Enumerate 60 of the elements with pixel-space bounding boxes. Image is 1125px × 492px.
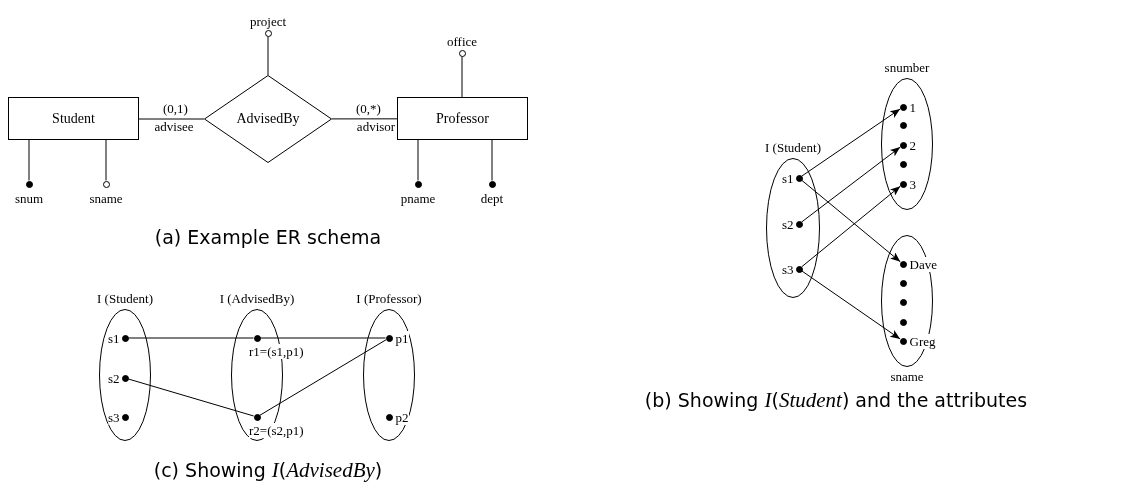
connector-line <box>128 337 254 339</box>
connector-line <box>331 118 398 120</box>
figure-caption: (a) Example ER schema <box>154 226 382 248</box>
value-dot <box>121 413 129 421</box>
entity-box: Student <box>8 97 139 140</box>
connector-line <box>138 118 205 120</box>
value-dot <box>899 337 907 345</box>
entity-box: Professor <box>397 97 528 140</box>
connector-line <box>127 378 255 417</box>
value-dot <box>899 279 907 287</box>
connector-line <box>259 339 387 416</box>
value-dot <box>121 374 129 382</box>
connector-line <box>260 337 386 339</box>
role-label: advisor <box>356 120 396 134</box>
value-dot <box>253 413 261 421</box>
value-dot <box>121 334 129 342</box>
value-circle <box>102 180 110 188</box>
cardinality-label: (0,1) <box>162 102 189 116</box>
connector-line <box>267 36 269 76</box>
value-dot <box>385 334 393 342</box>
value-dot <box>795 265 803 273</box>
set-heading: sname <box>889 369 925 385</box>
value-dot <box>488 180 496 188</box>
value-dot <box>795 174 803 182</box>
connector-line <box>461 56 463 98</box>
relationship-diamond: AdvisedBy <box>204 75 332 163</box>
value-dot <box>899 318 907 326</box>
value-dot <box>25 180 33 188</box>
set-heading: I (Professor) <box>355 291 423 307</box>
connector-line <box>491 139 493 181</box>
value-dot <box>899 103 907 111</box>
value-label: p1 <box>395 331 409 346</box>
value-dot <box>899 121 907 129</box>
value-label: Dave <box>909 257 937 272</box>
set-heading: snumber <box>883 60 931 76</box>
connector-line <box>105 139 107 181</box>
value-dot <box>899 298 907 306</box>
set-heading: I (Student) <box>764 140 822 156</box>
role-label: advisee <box>154 120 194 134</box>
value-dot <box>795 220 803 228</box>
value-label: r2=(s2,p1) <box>249 422 304 438</box>
connector-line <box>28 139 30 181</box>
value-label: Greg <box>909 334 936 349</box>
value-dot <box>899 160 907 168</box>
value-dot <box>899 260 907 268</box>
cardinality-label: (0,*) <box>355 101 382 116</box>
figure-caption: (b) Showing I(Student) and the attributes <box>644 389 1028 411</box>
arrow <box>801 108 901 177</box>
figure-caption: (c) Showing I(AdvisedBy) <box>153 459 383 481</box>
set-heading: I (Student) <box>96 291 154 307</box>
value-dot <box>899 180 907 188</box>
value-dot <box>899 141 907 149</box>
value-dot <box>385 413 393 421</box>
arrow <box>801 270 901 340</box>
arrow <box>801 146 901 223</box>
value-label: r1=(s1,p1) <box>249 343 304 359</box>
set-heading: I (AdvisedBy) <box>218 291 296 307</box>
value-dot <box>414 180 422 188</box>
connector-line <box>417 139 419 181</box>
value-dot <box>253 334 261 342</box>
